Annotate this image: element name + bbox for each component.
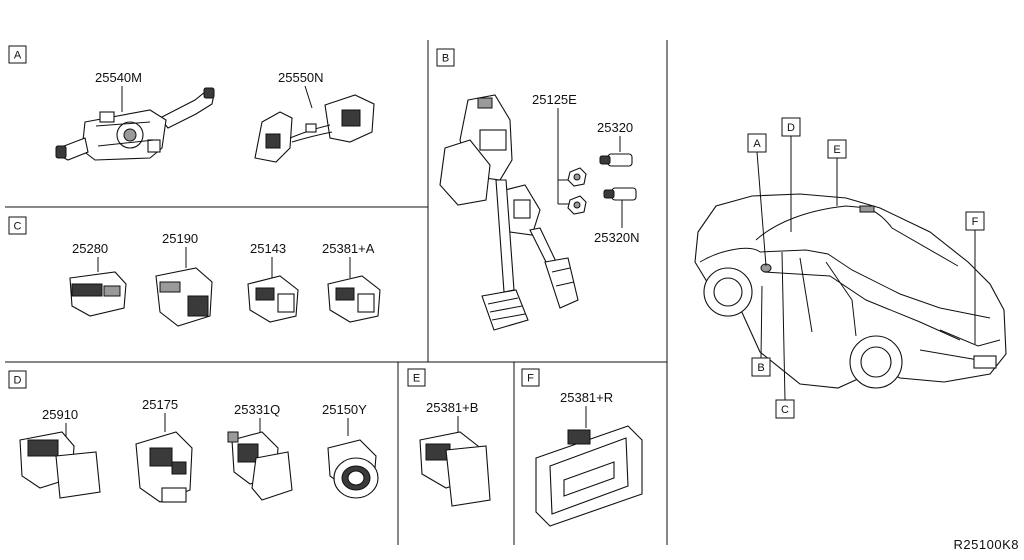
switch-25331q bbox=[227, 431, 293, 501]
part-number-25381-r: 25381+R bbox=[560, 390, 613, 405]
section-label-d: D bbox=[8, 370, 27, 389]
switch-25190 bbox=[155, 267, 213, 327]
switch-25143 bbox=[247, 275, 299, 323]
svg-text:F: F bbox=[972, 216, 979, 228]
part-number-25540m: 25540M bbox=[95, 70, 142, 85]
switch-25381-b bbox=[419, 431, 491, 507]
part-number-25143: 25143 bbox=[250, 241, 286, 256]
svg-text:D: D bbox=[787, 122, 795, 134]
switch-25381-a bbox=[327, 275, 381, 323]
section-label-b: B bbox=[436, 48, 455, 67]
part-number-25331q: 25331Q bbox=[234, 402, 280, 417]
car-callout-a: A bbox=[747, 133, 767, 267]
switch-25381-r bbox=[535, 425, 643, 527]
part-number-25320: 25320 bbox=[597, 120, 633, 135]
part-number-25381-a: 25381+A bbox=[322, 241, 375, 256]
car-callout-d: D bbox=[781, 117, 801, 232]
section-label-e: E bbox=[407, 368, 426, 387]
car-callout-e: E bbox=[827, 139, 847, 206]
section-f-letter: F bbox=[527, 373, 534, 385]
part-number-25910: 25910 bbox=[42, 407, 78, 422]
pedal-stop-switch-nut bbox=[567, 167, 587, 215]
part-number-25320n: 25320N bbox=[594, 230, 640, 245]
svg-text:C: C bbox=[781, 404, 789, 416]
part-number-25190: 25190 bbox=[162, 231, 198, 246]
stop-lamp-switch bbox=[599, 153, 633, 167]
section-a-letter: A bbox=[14, 50, 22, 62]
switch-25910 bbox=[19, 431, 101, 499]
push-start-switch bbox=[327, 439, 379, 499]
svg-text:B: B bbox=[757, 362, 764, 374]
part-number-25381-b: 25381+B bbox=[426, 400, 478, 415]
section-e-letter: E bbox=[413, 373, 420, 385]
part-number-25175: 25175 bbox=[142, 397, 178, 412]
combination-switch bbox=[55, 87, 215, 161]
part-number-25280: 25280 bbox=[72, 241, 108, 256]
section-d-letter: D bbox=[14, 375, 22, 387]
svg-text:E: E bbox=[833, 144, 840, 156]
diagram-code: R25100K8 bbox=[954, 537, 1019, 552]
section-c-letter: C bbox=[14, 221, 22, 233]
brake-switch bbox=[603, 187, 637, 201]
vehicle-outline bbox=[694, 193, 1007, 389]
pedal-assembly bbox=[439, 94, 579, 331]
part-number-25150y: 25150Y bbox=[322, 402, 367, 417]
car-callout-f: F bbox=[965, 211, 985, 344]
car-callout-b: B bbox=[751, 285, 771, 377]
part-number-25550n: 25550N bbox=[278, 70, 324, 85]
svg-text:A: A bbox=[753, 138, 761, 150]
section-grid bbox=[5, 40, 668, 545]
switch-25175 bbox=[135, 431, 193, 503]
section-label-f: F bbox=[521, 368, 540, 387]
section-b-letter: B bbox=[442, 53, 449, 65]
car-callout-c: C bbox=[775, 251, 795, 419]
steering-switch bbox=[254, 94, 375, 163]
switch-25280 bbox=[69, 271, 127, 317]
section-label-a: A bbox=[8, 45, 27, 64]
section-label-c: C bbox=[8, 216, 27, 235]
part-number-25125e: 25125E bbox=[532, 92, 577, 107]
